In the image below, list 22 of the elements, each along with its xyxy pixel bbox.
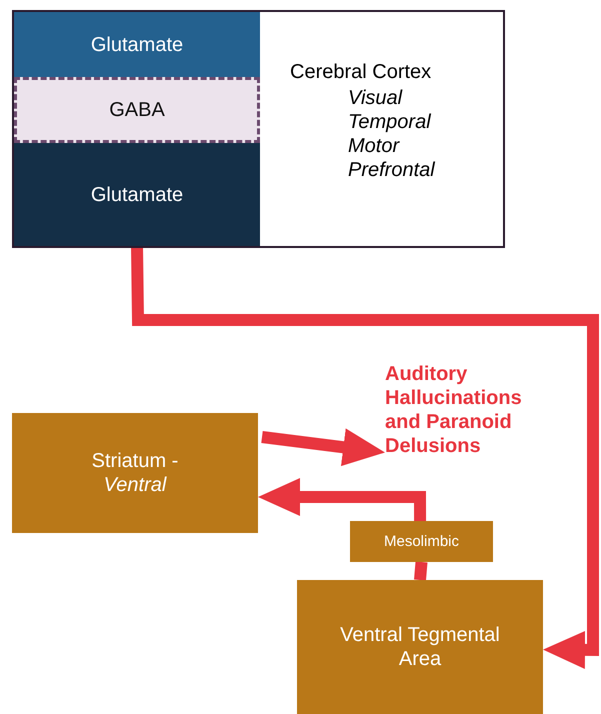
region-title: Cerebral Cortex bbox=[290, 60, 432, 84]
neurotransmitter-band bbox=[14, 77, 260, 143]
cortex-panel bbox=[12, 10, 505, 248]
node-label: Glutamate bbox=[90, 32, 184, 56]
brain-region-box bbox=[297, 580, 543, 714]
node-label: Mesolimbic bbox=[384, 532, 459, 550]
neurotransmitter-band bbox=[14, 12, 260, 77]
node-label: Striatum - Ventral bbox=[90, 449, 180, 497]
node-label: Glutamate bbox=[90, 182, 184, 206]
arrow bbox=[258, 478, 426, 522]
subregion-label: Motor bbox=[348, 134, 400, 158]
arrow bbox=[131, 246, 599, 669]
brain-region-box bbox=[12, 413, 258, 533]
neurotransmitter-band bbox=[14, 143, 260, 246]
arrow bbox=[261, 428, 385, 466]
pathway-box bbox=[350, 521, 493, 562]
subregion-label: Visual bbox=[348, 86, 402, 110]
subregion-label: Temporal bbox=[348, 110, 431, 134]
effect-label: Auditory Hallucinations and Paranoid Delusions bbox=[385, 362, 553, 478]
node-label: Ventral Tegmental Area bbox=[340, 623, 500, 671]
node-label: GABA bbox=[109, 98, 165, 122]
subregion-label: Prefrontal bbox=[348, 158, 435, 182]
